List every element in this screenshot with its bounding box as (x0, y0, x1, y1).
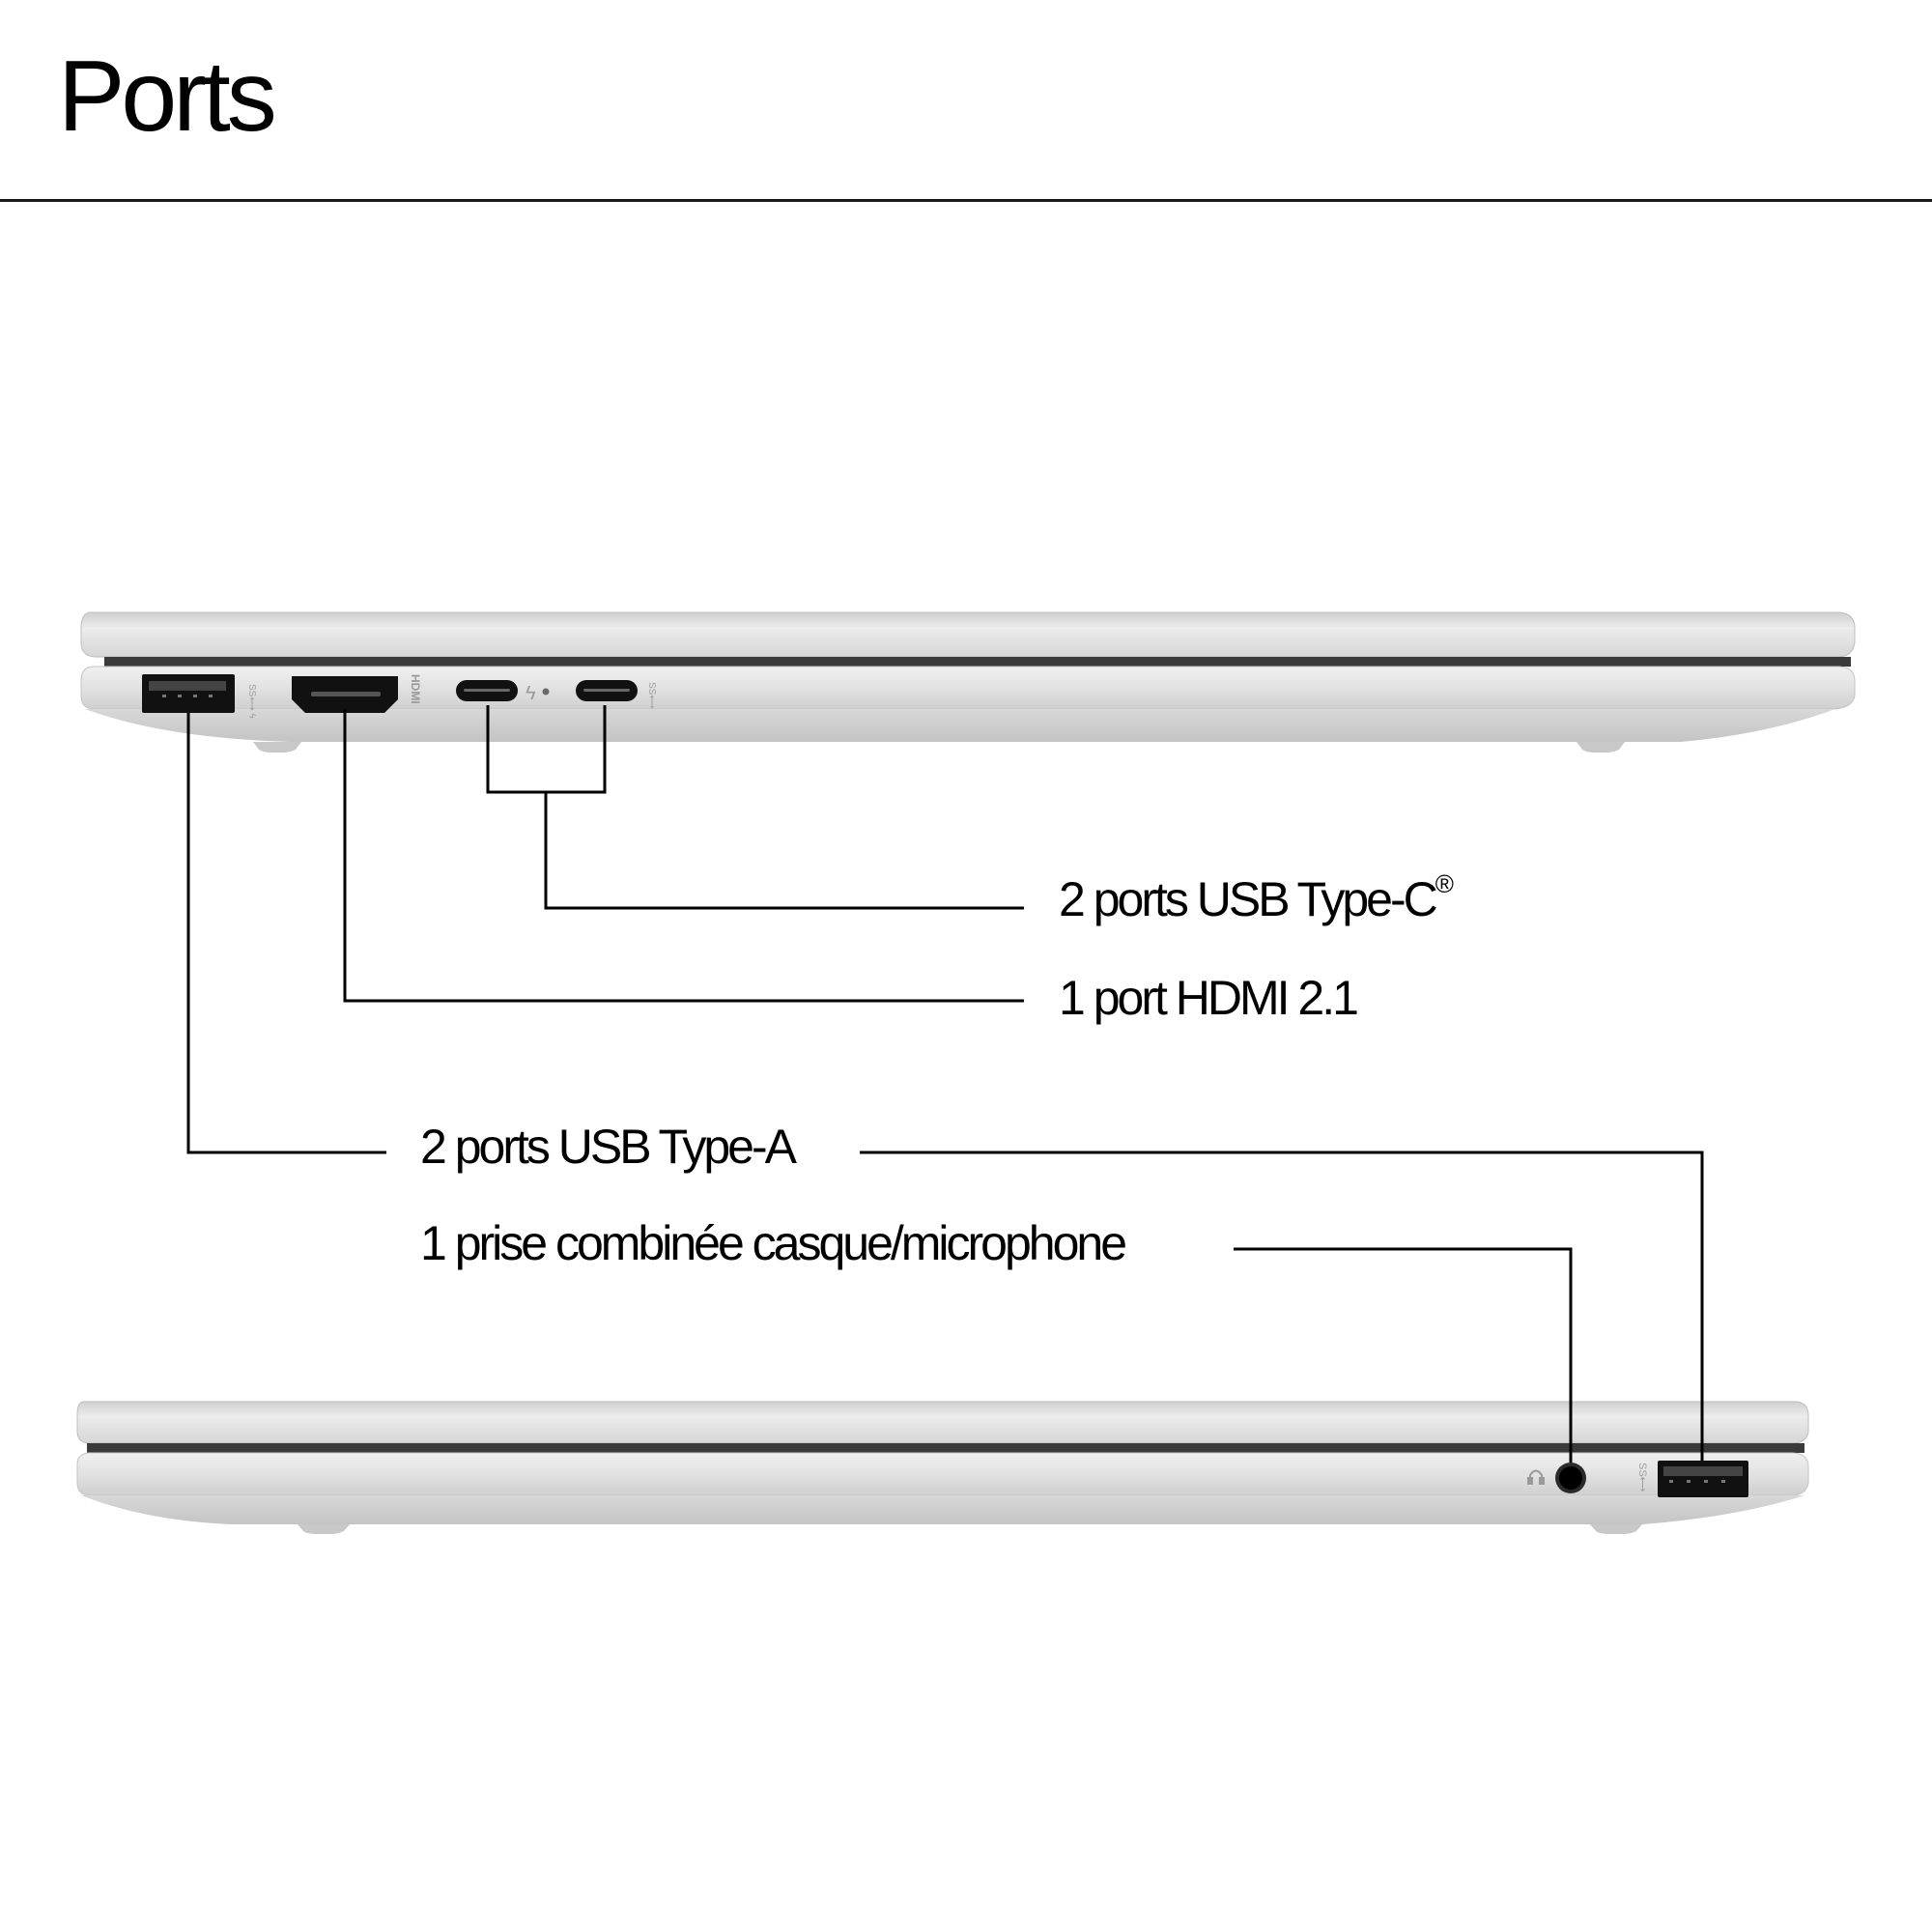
callout-lines (186, 705, 1704, 1463)
page-title: Ports (58, 41, 277, 153)
charge-indicator-light (542, 688, 550, 696)
usb-a-port-right (1658, 1461, 1748, 1497)
usb-a-leader-right (860, 1151, 1704, 1461)
callout-audio-jack: 1 prise combinée casque/microphone (420, 1216, 1127, 1270)
usb-a-port-left (142, 674, 235, 713)
callout-hdmi: 1 port HDMI 2.1 (1059, 971, 1359, 1025)
usb-c-port-2 (576, 680, 638, 701)
laptop-left-side: SS⟷ ϟ HDMI ϟ SS⟷ (80, 611, 1856, 753)
thunderbolt-icon: ϟ (526, 683, 536, 704)
laptop-right-side: SS⟷ (76, 1401, 1809, 1534)
registered-mark: ® (1435, 869, 1454, 898)
header-divider (0, 199, 1932, 202)
callout-usb-a: 2 ports USB Type-A (420, 1120, 797, 1174)
hdmi-logo-icon: HDMI (409, 674, 422, 704)
superspeed-icon: SS⟷ (646, 682, 657, 709)
hdmi-port (292, 676, 398, 713)
headset-icon (1527, 1469, 1545, 1485)
superspeed-charging-icon: SS⟷ ϟ (246, 684, 257, 719)
usb-c-leader (544, 792, 1024, 910)
audio-leader (1234, 1247, 1573, 1463)
hdmi-leader (343, 709, 1024, 1003)
usb-a-leader-left (186, 713, 386, 1154)
audio-jack (1555, 1463, 1586, 1493)
callout-usb-c-text: 2 ports USB Type-C (1059, 872, 1438, 926)
callout-usb-c: 2 ports USB Type-C® (1059, 871, 1454, 926)
superspeed-icon-right: SS⟷ (1636, 1463, 1648, 1492)
usb-c-port-1 (456, 680, 518, 701)
